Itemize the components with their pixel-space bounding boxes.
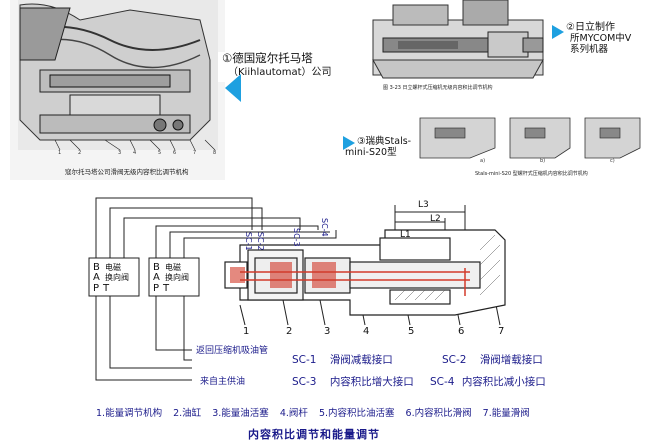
kuehl-part-7: 7 [193,150,197,156]
hitachi-note: ②日立制作 所MYCOM中V 系列机器 [566,22,648,62]
parts-list: 1.能量调节机构 2.油缸 3.能量油活塞 4.阀杆 5.内容积比油活塞 6.内… [96,405,646,419]
hitachi-note-line2: 所MYCOM中V [570,33,632,44]
l2-label: L2 [430,214,441,224]
kuehl-part-4: 4 [133,150,137,156]
main-part-5: 5 [408,326,415,337]
kuehlautomat-drawing [18,0,218,151]
diagram-title: 内容积比调节和能量调节 [248,428,380,441]
hitachi-drawing [372,0,544,79]
stals-note-line1: ③瑞典Stals- [357,136,412,147]
main-part-2: 2 [286,326,293,337]
parts-item-3: 3.能量油活塞 [212,408,269,419]
valve-right-text2: 换向阀 [165,273,189,282]
l3-label: L3 [418,200,429,210]
valve-left-text2: 换向阀 [105,273,129,282]
main-part-7: 7 [498,326,505,337]
kuehlautomat-note-line2: （Kiihlautomat）公司 [228,67,332,78]
valve-left-a: A [93,272,100,283]
legend-sc2-code: SC-2 [442,354,467,366]
legend-sc3-code: SC-3 [292,376,317,388]
hitachi-figure: 图 3-23 日立螺杆式压缩机无级内容积比调节机构 [368,0,548,100]
legend-sc4-desc: 内容积比减小接口 [461,376,546,388]
valve-left-b: B [93,262,100,273]
kuehlautomat-note: ①德国寇尔托马塔 （Kiihlautomat）公司 [218,52,358,82]
return-oil-label: 返回压缩机吸油管 [196,346,269,356]
blue-arrow-right-icon-2 [343,136,355,150]
legend-sc1-code: SC-1 [292,354,317,366]
main-part-1: 1 [243,326,250,337]
stals-figure: a) b) c) Stals-mini-S20 型螺杆式压缩机内容积比调节机构 [415,108,645,180]
legend-sc3-desc: 内容积比增大接口 [329,376,414,388]
main-part-4: 4 [363,326,370,337]
stals-caption: Stals-mini-S20 型螺杆式压缩机内容积比调节机构 [475,171,588,177]
stals-sub-a: a) [480,158,486,164]
valve-right-b: B [153,262,160,273]
valve-right-text1: 电磁 [165,263,181,272]
sc3-label: SC-3 [292,228,301,247]
kuehl-part-3: 3 [118,150,122,156]
solenoid-valve-left: B A P T 电磁 换向阀 [89,258,139,296]
kuehlautomat-note-line1: ①德国寇尔托马塔 [222,51,313,65]
legend-sc4: SC-4 内容积比减小接口 [430,374,546,389]
valve-right-p: P [153,283,160,294]
blue-arrow-left-icon [225,74,241,102]
stals-sub-c: c) [610,158,615,164]
hitachi-caption: 图 3-23 日立螺杆式压缩机无级内容积比调节机构 [383,85,493,91]
legend-sc2: SC-2 滑阀增载接口 [442,352,543,367]
parts-item-2: 2.油缸 [173,408,202,419]
kuehl-part-5: 5 [158,150,162,156]
stals-sub-b: b) [540,158,546,164]
hitachi-note-line3: 系列机器 [570,44,609,55]
parts-item-5: 5.内容积比油活塞 [318,408,395,419]
valve-right-t: T [163,283,170,294]
solenoid-valve-right: B A P T 电磁 换向阀 [149,258,199,296]
legend-sc3: SC-3 内容积比增大接口 [292,374,414,389]
hitachi-note-line1: ②日立制作 [566,22,615,33]
legend-sc2-desc: 滑阀增载接口 [479,354,543,366]
main-part-6: 6 [458,326,465,337]
sc1-label: SC-1 [244,232,253,251]
blue-arrow-right-icon [552,25,564,39]
main-part-3: 3 [324,326,331,337]
parts-item-6: 6.内容积比滑阀 [405,408,472,419]
stals-note-line2: mini-S20型 [345,147,397,158]
valve-left-text1: 电磁 [105,263,121,272]
stals-drawing [419,117,641,159]
kuehlautomat-caption: 寇尔托马塔公司滑阀无级内容积比调节机构 [65,168,189,176]
valve-right-a: A [153,272,160,283]
stals-note: ③瑞典Stals- mini-S20型 [335,136,415,166]
l1-label: L1 [400,230,411,240]
sc2-label: SC-2 [256,232,265,251]
kuehl-part-2: 2 [78,150,82,156]
main-oil-supply-label: 来自主供油 [200,377,246,387]
kuehlautomat-figure: 1 2 3 4 5 6 7 8 寇尔托马塔公司滑阀无级内容积比调节机构 [10,0,225,180]
kuehl-part-1: 1 [58,150,62,156]
valve-left-p: P [93,283,100,294]
parts-item-1: 1.能量调节机构 [96,408,163,419]
legend-sc4-code: SC-4 [430,376,455,388]
kuehl-part-6: 6 [173,150,177,156]
valve-left-t: T [103,283,110,294]
legend-sc1: SC-1 滑阀减载接口 [292,352,393,367]
sc4-label: SC-4 [320,218,329,237]
kuehl-part-8: 8 [213,150,217,156]
legend-sc1-desc: 滑阀减载接口 [329,354,393,366]
parts-item-4: 4.阀杆 [279,408,308,419]
parts-item-7: 7.能量滑阀 [482,408,530,419]
